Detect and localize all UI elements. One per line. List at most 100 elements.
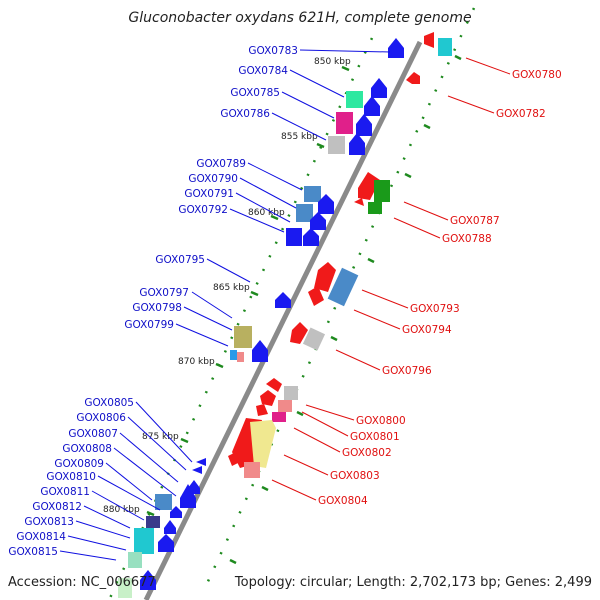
gene-glyph-gox0798[interactable] xyxy=(252,340,268,362)
gene-glyph-k[interactable] xyxy=(368,202,382,214)
genome-backbone xyxy=(143,40,423,600)
gene-label-gox0810[interactable]: GOX0810 xyxy=(46,471,96,483)
gene-glyph-gox0784[interactable] xyxy=(346,91,363,108)
leader-gox0793 xyxy=(361,289,409,309)
gene-glyph-gox0789[interactable] xyxy=(304,186,321,202)
gene-glyph-m[interactable] xyxy=(302,327,326,351)
gene-glyph-gox0795[interactable] xyxy=(275,292,291,308)
gene-glyph-i[interactable] xyxy=(118,578,132,598)
gene-glyph-n[interactable] xyxy=(266,378,282,392)
gene-glyph-gox0785[interactable] xyxy=(336,112,353,134)
leader-gox0797 xyxy=(191,291,233,319)
gene-glyph-f[interactable] xyxy=(303,228,319,246)
gene-glyph-gox0800[interactable] xyxy=(284,386,298,400)
gene-label-gox0782[interactable]: GOX0782 xyxy=(496,108,546,120)
gene-glyph-gox0799[interactable] xyxy=(230,350,237,360)
gene-label-gox0786[interactable]: GOX0786 xyxy=(220,108,270,120)
gene-glyph-gox0812[interactable] xyxy=(164,520,176,534)
gene-label-gox0790[interactable]: GOX0790 xyxy=(188,173,238,185)
tick-r8 xyxy=(229,558,237,565)
reverse-outer-track xyxy=(202,7,476,591)
gene-glyph-gox0813[interactable] xyxy=(134,528,154,554)
gene-glyph-r[interactable] xyxy=(228,452,240,466)
scale-label-860: 860 kbp xyxy=(248,208,285,218)
gene-label-gox0807[interactable]: GOX0807 xyxy=(68,428,118,440)
gene-glyph-gox0787[interactable] xyxy=(358,172,380,200)
gene-label-gox0795[interactable]: GOX0795 xyxy=(155,254,205,266)
tick-r7 xyxy=(261,485,269,492)
gene-glyph-h[interactable] xyxy=(140,570,156,590)
gene-label-gox0789[interactable]: GOX0789 xyxy=(196,158,246,170)
gene-glyph-l[interactable] xyxy=(308,286,324,306)
gene-label-gox0811[interactable]: GOX0811 xyxy=(40,486,90,498)
gene-glyph-gox0782[interactable] xyxy=(406,72,420,84)
gene-label-gox0815[interactable]: GOX0815 xyxy=(8,546,58,558)
gene-glyph-gox0802[interactable] xyxy=(272,412,286,422)
gene-glyph-gox0805[interactable] xyxy=(196,458,206,466)
gene-label-gox0796[interactable]: GOX0796 xyxy=(382,365,432,377)
gene-label-gox0788[interactable]: GOX0788 xyxy=(442,233,492,245)
gene-label-gox0785[interactable]: GOX0785 xyxy=(230,87,280,99)
gene-glyph-gox0814[interactable] xyxy=(158,534,174,552)
gene-label-gox0798[interactable]: GOX0798 xyxy=(132,302,182,314)
gene-label-gox0813[interactable]: GOX0813 xyxy=(24,516,74,528)
gene-glyph-gox0790[interactable] xyxy=(296,204,313,222)
gene-label-gox0814[interactable]: GOX0814 xyxy=(16,531,66,543)
gene-glyph-gox0791[interactable] xyxy=(310,212,326,230)
gene-label-gox0801[interactable]: GOX0801 xyxy=(350,431,400,443)
reverse-gene-glyphs xyxy=(228,32,452,478)
gene-glyph-c[interactable] xyxy=(356,114,372,136)
leader-gox0785 xyxy=(281,91,335,119)
gene-glyph-d[interactable] xyxy=(349,133,365,155)
gene-glyph-gox0783[interactable] xyxy=(388,38,404,58)
gene-glyph-p[interactable] xyxy=(256,404,268,416)
gene-glyph-gox0780b[interactable] xyxy=(438,38,452,56)
gene-label-gox0805[interactable]: GOX0805 xyxy=(84,397,134,409)
gene-label-gox0806[interactable]: GOX0806 xyxy=(76,412,126,424)
gene-glyph-j[interactable] xyxy=(354,198,364,206)
leader-gox0811 xyxy=(91,490,145,521)
gene-label-gox0802[interactable]: GOX0802 xyxy=(342,447,392,459)
gene-glyph-gox0810[interactable] xyxy=(170,506,182,518)
gene-glyph-gox0792[interactable] xyxy=(286,228,302,246)
gene-label-gox0800[interactable]: GOX0800 xyxy=(356,415,406,427)
gene-label-gox0803[interactable]: GOX0803 xyxy=(330,470,380,482)
gene-glyph-o[interactable] xyxy=(260,390,276,406)
gene-label-gox0804[interactable]: GOX0804 xyxy=(318,495,368,507)
gene-glyph-gox0806[interactable] xyxy=(192,466,202,474)
gene-glyph-a[interactable] xyxy=(371,78,387,98)
gene-glyph-gox0811[interactable] xyxy=(146,516,160,528)
gene-glyph-q[interactable] xyxy=(250,420,276,468)
gene-glyph-g[interactable] xyxy=(237,352,244,362)
gene-glyph-gox0801[interactable] xyxy=(278,400,292,412)
gene-label-gox0808[interactable]: GOX0808 xyxy=(62,443,112,455)
gene-label-gox0787[interactable]: GOX0787 xyxy=(450,215,500,227)
gene-glyph-gox0794[interactable] xyxy=(327,267,359,307)
gene-glyph-gox0809[interactable] xyxy=(155,494,172,510)
gene-label-gox0793[interactable]: GOX0793 xyxy=(410,303,460,315)
gene-label-gox0794[interactable]: GOX0794 xyxy=(402,324,452,336)
gene-label-gox0791[interactable]: GOX0791 xyxy=(184,188,234,200)
gene-label-gox0792[interactable]: GOX0792 xyxy=(178,204,228,216)
gene-label-gox0797[interactable]: GOX0797 xyxy=(139,287,189,299)
gene-glyph-gox0788[interactable] xyxy=(374,180,390,202)
leader-gox0798 xyxy=(183,306,233,331)
gene-glyph-gox0780[interactable] xyxy=(424,32,434,48)
gene-glyph-gox0796[interactable] xyxy=(290,322,308,344)
gene-glyph-gox0797[interactable] xyxy=(234,326,252,348)
gene-glyph-gox0793[interactable] xyxy=(314,262,336,292)
gene-glyph-gox0786[interactable] xyxy=(328,136,345,154)
gene-label-gox0812[interactable]: GOX0812 xyxy=(32,501,82,513)
gene-glyph-e[interactable] xyxy=(318,194,334,214)
gene-label-gox0799[interactable]: GOX0799 xyxy=(124,319,174,331)
gene-glyph-gox0815[interactable] xyxy=(128,552,142,568)
gene-glyph-b[interactable] xyxy=(364,96,380,116)
gene-glyph-gox0808[interactable] xyxy=(180,484,196,508)
forward-gene-glyphs xyxy=(118,38,404,598)
gene-label-gox0783[interactable]: GOX0783 xyxy=(248,45,298,57)
gene-glyph-gox0804[interactable] xyxy=(244,462,260,478)
gene-label-gox0809[interactable]: GOX0809 xyxy=(54,458,104,470)
leader-gox0805 xyxy=(135,401,193,463)
gene-label-gox0780[interactable]: GOX0780 xyxy=(512,69,562,81)
gene-label-gox0784[interactable]: GOX0784 xyxy=(238,65,288,77)
